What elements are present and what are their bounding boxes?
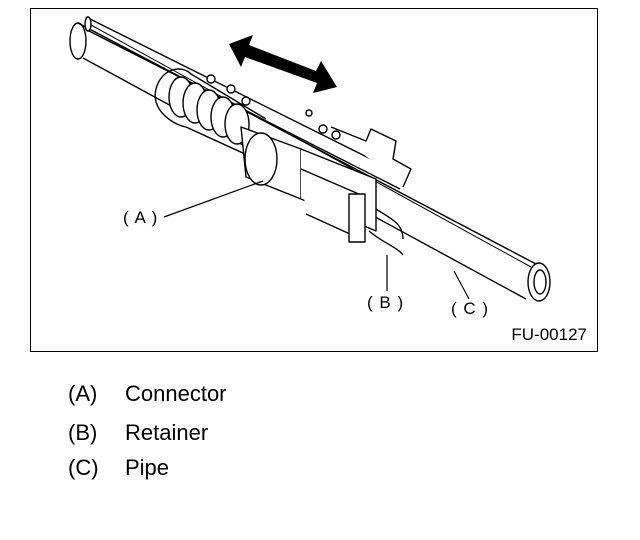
pipe-inner-line [90,24,532,268]
callout-c: ( C ) [451,299,490,318]
legend-text: Connector [125,381,227,406]
callout-a: ( A ) [123,208,159,227]
left-pipe-end [69,22,87,60]
corrugated-hose [154,68,267,160]
legend-key: (B) [68,420,98,445]
upper-tube-end [84,16,92,32]
leader-line-c [453,270,470,300]
legend-item-retainer: (B) Retainer [68,420,208,446]
connector-illustration [69,16,551,302]
pipe-right-bore [533,269,547,295]
pipe-right-end [527,262,551,302]
movement-arrow [229,35,337,93]
legend-item-connector: (A) Connector [68,381,227,407]
retainer-clip [305,109,412,256]
leader-line-a [163,180,264,218]
figure-frame: ( A ) ( B ) ( C ) FU-00127 [30,8,598,352]
legend-key: (C) [68,455,99,480]
legend-item-pipe: (C) Pipe [68,455,169,481]
callout-b: ( B ) [367,293,405,312]
legend-key: (A) [68,381,98,406]
figure-code: FU-00127 [511,325,587,344]
legend-text: Pipe [125,455,170,480]
legend-text: Retainer [125,420,209,445]
connector-body [240,126,377,243]
